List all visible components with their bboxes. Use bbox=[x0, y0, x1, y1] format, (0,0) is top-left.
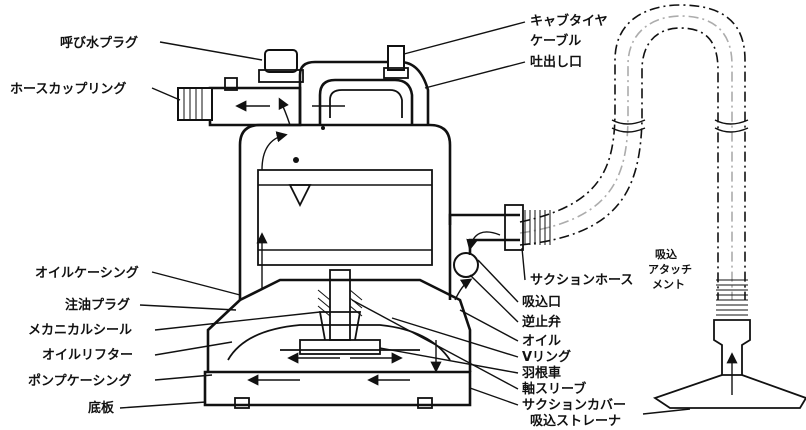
label-attachment-line1: 吸込 bbox=[655, 247, 677, 261]
label-mechanical-seal: メカニカルシール bbox=[28, 323, 132, 338]
label-v-ring: Vリング bbox=[522, 349, 571, 365]
labels: 呼び水プラグ ホースカップリング オイルケーシング 注油プラグ メカニカルシール… bbox=[10, 13, 692, 429]
label-hose-coupling: ホースカップリング bbox=[10, 81, 126, 97]
label-priming-plug: 呼び水プラグ bbox=[60, 35, 138, 51]
label-oil-lifter: オイルリフター bbox=[42, 348, 133, 363]
label-pump-casing: ポンプケーシング bbox=[28, 373, 131, 389]
label-oil-casing: オイルケーシング bbox=[35, 265, 139, 281]
label-attachment-line3: メント bbox=[652, 278, 685, 291]
label-impeller: 羽根車 bbox=[522, 365, 561, 381]
leader-lines bbox=[119, 21, 691, 415]
label-base-plate: 底板 bbox=[88, 400, 115, 416]
label-suction-port: 吸込口 bbox=[522, 294, 561, 310]
label-suction-hose: サクションホース bbox=[530, 273, 633, 288]
label-cabtire-line2: ケーブル bbox=[530, 33, 581, 49]
label-oil: オイル bbox=[522, 334, 561, 349]
label-check-valve: 逆止弁 bbox=[522, 314, 561, 330]
label-suction-cover: サクションカバー bbox=[522, 398, 626, 413]
label-cabtire-line1: キャブタイヤ bbox=[530, 13, 608, 29]
label-suction-strainer: 吸込ストレーナ bbox=[530, 413, 621, 429]
suction-hose-drawing bbox=[519, 4, 806, 409]
label-oil-fill-plug: 注油プラグ bbox=[65, 297, 130, 313]
label-attachment-line2: アタッチ bbox=[648, 263, 692, 276]
pump-body-drawing bbox=[177, 45, 551, 409]
label-shaft-sleeve: 軸スリーブ bbox=[522, 381, 586, 397]
label-discharge-port: 吐出し口 bbox=[530, 54, 582, 70]
